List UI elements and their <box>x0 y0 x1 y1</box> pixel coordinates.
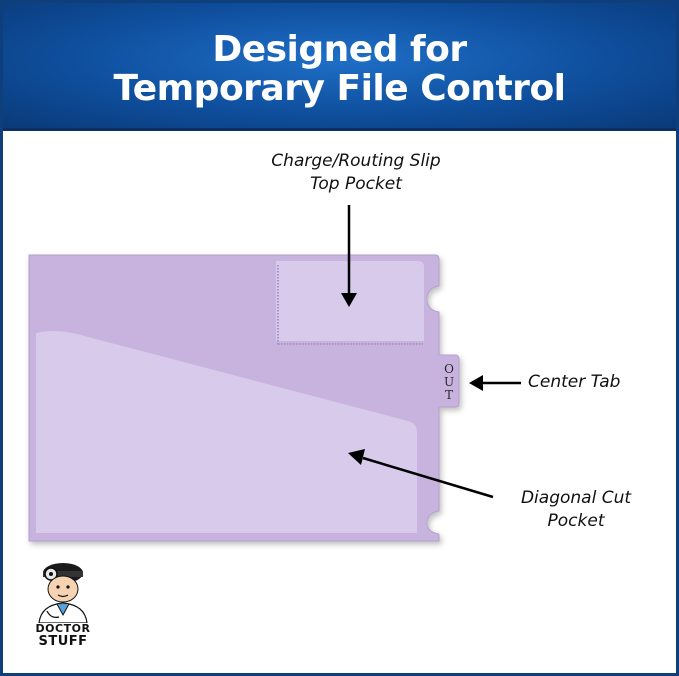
tab-letter-o: O <box>444 362 454 376</box>
arrow-diagonal-head <box>348 449 365 465</box>
brand-line-2: STUFF <box>38 634 88 649</box>
doctor-stuff-logo: DOCTOR STUFF <box>27 561 99 653</box>
doctor-mascot-icon <box>38 563 88 624</box>
callout-center-tab: Center Tab <box>528 372 621 392</box>
tab-letter-u: U <box>444 375 454 389</box>
title-line-1: Designed for <box>212 29 467 70</box>
callout-charge-line-2: Top Pocket <box>310 174 402 194</box>
callout-diagonal-line-2: Pocket <box>547 511 605 531</box>
arrow-charge-head <box>341 293 357 307</box>
title-banner: Designed for Temporary File Control <box>3 3 676 131</box>
out-guide-illustration: O U T <box>28 205 521 542</box>
brand-line-1: DOCTOR <box>35 622 91 635</box>
callout-charge-slip: Charge/Routing Slip Top Pocket <box>241 150 471 196</box>
callout-diagonal-line-1: Diagonal Cut <box>520 488 632 508</box>
tab-letter-t: T <box>445 388 453 402</box>
callout-diagonal-pocket: Diagonal Cut Pocket <box>501 487 651 533</box>
arrow-diagonal <box>362 456 494 499</box>
callout-charge-line-1: Charge/Routing Slip <box>271 151 441 171</box>
title-line-2: Temporary File Control <box>113 68 566 109</box>
diagonal-pocket <box>36 331 417 533</box>
arrow-center-tab-head <box>469 375 483 391</box>
